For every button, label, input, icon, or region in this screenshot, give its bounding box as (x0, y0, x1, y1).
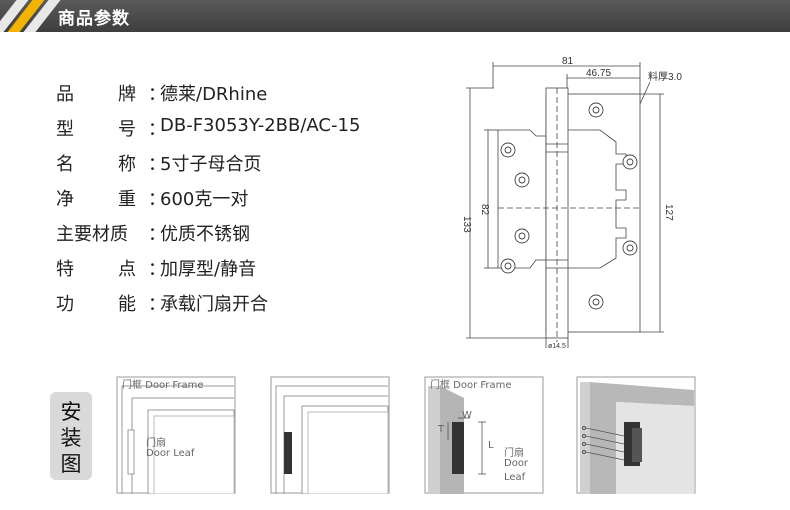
spec-colon: ： (148, 224, 166, 245)
hinge-install-dimensions (424, 376, 544, 494)
spec-label-char: 号 (118, 119, 136, 140)
hinge-technical-drawing: 81 46.75 料厚3.0 133 82 127 ø14.5 (461, 56, 682, 350)
spec-row-model: 型 号 ： DB-F3053Y-2BB/AC-15 (56, 115, 476, 141)
spec-value: 承载门扇开合 (160, 294, 268, 315)
install-figure-closed (270, 376, 390, 495)
install-label-char: 图 (60, 452, 82, 476)
spec-row-brand: 品 牌 ： 德莱/DRhine (56, 80, 476, 106)
door-frame-label: 门框 Door Frame (122, 380, 204, 391)
spec-colon: ： (148, 119, 166, 140)
install-label-char: 安 (60, 400, 82, 424)
spec-colon: ： (148, 154, 166, 175)
spec-value: 德莱/DRhine (160, 84, 268, 105)
spec-colon: ： (148, 84, 166, 105)
spec-value: 加厚型/静音 (160, 259, 257, 280)
spec-colon: ： (148, 189, 166, 210)
spec-label-char: 重 (118, 189, 136, 210)
door-leaf-label: Leaf (504, 472, 526, 483)
spec-colon: ： (148, 259, 166, 280)
install-figure-mounted (576, 376, 696, 494)
dim-leaf-width: 46.75 (586, 68, 611, 79)
dim-pin-diameter: ø14.5 (548, 343, 566, 350)
spec-label-char: 称 (118, 154, 136, 175)
spec-row-function: 功 能 ： 承载门扇开合 (56, 290, 476, 316)
dim-leaf-height: 127 (663, 204, 674, 221)
door-frame-illustration (116, 376, 236, 495)
spec-label-char: 牌 (118, 84, 136, 105)
door-closed-illustration (270, 376, 390, 495)
spec-label-char: 品 (56, 84, 74, 105)
door-leaf-label: 门扇 (504, 448, 524, 459)
install-figure-frame: 门框 Door Frame 门扇 Door Leaf (116, 376, 236, 495)
dim-w-label: W (462, 410, 472, 421)
dim-t-label: T (438, 424, 445, 435)
dim-inner-height: 82 (479, 204, 490, 216)
spec-value: 5寸子母合页 (160, 154, 262, 175)
spec-value: DB-F3053Y-2BB/AC-15 (160, 115, 361, 136)
door-leaf-label: 门扇 (146, 438, 166, 449)
dim-total-height: 133 (461, 216, 472, 233)
spec-label-char: 净 (56, 189, 74, 210)
spec-colon: ： (148, 294, 166, 315)
spec-label-char: 点 (118, 259, 136, 280)
hinge-mounted-illustration (576, 376, 696, 494)
dim-l-label: L (488, 440, 494, 451)
spec-label-char: 特 (56, 259, 74, 280)
spec-label-char: 名 (56, 154, 74, 175)
spec-value: 600克一对 (160, 189, 249, 210)
spec-row-weight: 净 重 ： 600克一对 (56, 185, 476, 211)
door-frame-label: 门框 Door Frame (430, 380, 512, 391)
door-leaf-label: Door Leaf (146, 448, 195, 459)
spec-value: 优质不锈钢 (160, 224, 250, 245)
spec-label-char: 功 (56, 294, 74, 315)
door-leaf-label: Door (504, 458, 529, 469)
install-label-char: 装 (60, 426, 82, 450)
spec-row-name: 名 称 ： 5寸子母合页 (56, 150, 476, 176)
spec-row-feature: 特 点 ： 加厚型/静音 (56, 255, 476, 281)
spec-row-material: 主要材质 ： 优质不锈钢 (56, 220, 476, 246)
spec-label-char: 能 (118, 294, 136, 315)
dim-thickness: 料厚3.0 (648, 70, 682, 83)
dim-total-width: 81 (562, 56, 574, 67)
install-figure-dimensions: 门框 Door Frame W T L 门扇 Door Leaf (424, 376, 544, 494)
spec-label-char: 型 (56, 119, 74, 140)
section-header: 商品参数 (0, 0, 790, 32)
install-diagram-label: 安 装 图 (50, 392, 92, 480)
spec-label-char: 主要材质 (56, 224, 128, 245)
section-title: 商品参数 (58, 9, 130, 29)
